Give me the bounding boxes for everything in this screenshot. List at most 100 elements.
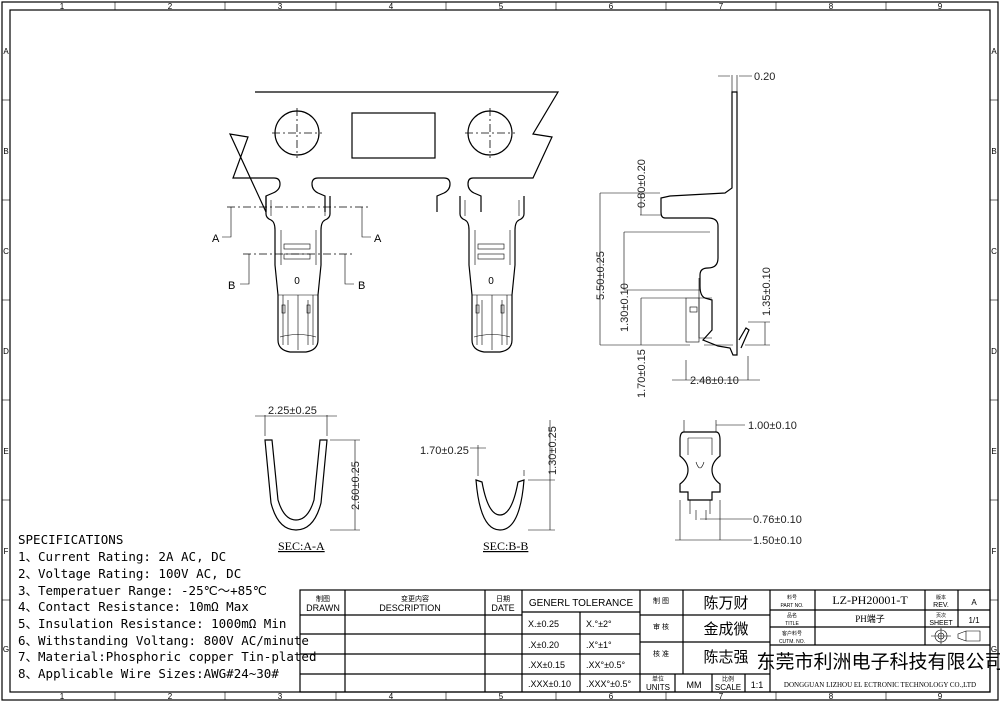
pilot-hole [274, 110, 320, 156]
spec-title: SPECIFICATIONS [18, 532, 123, 547]
desc-cn: 变更内容 [401, 594, 429, 603]
part-no-en: PART NO. [780, 603, 803, 609]
sheet-cn: 页次 [936, 612, 946, 619]
date-en: DATE [491, 603, 514, 613]
sec-aa-label: SEC:A-A [278, 539, 325, 553]
carrier-strip [228, 91, 560, 213]
title-block: 制图 DRAWN 变更内容 DESCRIPTION 日期 DATE GENERL… [299, 589, 1000, 693]
spec-item: 1、Current Rating: 2A AC, DC [18, 549, 226, 564]
part-no: LZ-PH20001-T [832, 593, 908, 607]
dim-1.35: 1.35±0.10 [761, 267, 773, 316]
row-label: B [3, 147, 8, 156]
section-a-label: A [374, 233, 382, 245]
drawn-cn: 制图 [316, 594, 330, 603]
col-label: 7 [719, 692, 724, 701]
dim-1.70b: 1.70±0.25 [420, 445, 469, 457]
col-label: 8 [829, 2, 834, 11]
col-label: 9 [938, 2, 943, 11]
units-en: UNITS [646, 683, 670, 692]
sheet-en: SHEET [929, 620, 953, 627]
spec-item: 7、Material:Phosphoric copper Tin-plated [18, 649, 316, 664]
row-label: C [3, 247, 9, 256]
desc-en: DESCRIPTION [379, 603, 441, 613]
terminal-left: 0 [265, 196, 331, 353]
dim-thickness: 0.20 [754, 71, 775, 83]
scale-value: 1:1 [751, 680, 764, 690]
col-label: 6 [609, 2, 614, 11]
rev-en: REV. [933, 602, 949, 609]
tolerance: .X°±1° [586, 640, 612, 650]
tolerance: .XXX±0.10 [528, 679, 571, 689]
title-cn: 品名 [787, 612, 797, 619]
col-label: 8 [829, 692, 834, 701]
tolerance-title: GENERL TOLERANCE [529, 598, 634, 609]
col-label: 2 [168, 2, 173, 11]
tolerance: X.±0.25 [528, 619, 559, 629]
col-label: 9 [938, 692, 943, 701]
section-b-label: B [358, 280, 365, 292]
tolerance: .XXX°±0.5° [586, 679, 632, 689]
row-label: D [3, 347, 9, 356]
dim-1.70: 1.70±0.15 [636, 349, 648, 398]
spec-item: 8、Applicable Wire Sizes:AWG#24~30# [18, 666, 279, 681]
role-label: 审 核 [653, 622, 669, 631]
spec-item: 6、Withstanding Voltang: 800V AC/minute [18, 633, 309, 648]
company-cn: 东莞市利洲电子科技有限公司 [756, 651, 1000, 673]
row-label: A [3, 47, 9, 56]
end-view: 1.00±0.10 0.76±0.10 1.50±0.10 [675, 420, 802, 547]
tolerance: .XX±0.15 [528, 660, 565, 670]
dim-0.80: 0.80±0.20 [636, 159, 648, 208]
title-value: PH端子 [855, 613, 885, 624]
row-label: F [992, 547, 997, 556]
row-label: A [991, 47, 997, 56]
custm-en: CUTM. NO. [779, 639, 805, 645]
row-label: B [991, 147, 996, 156]
dim-2.60: 2.60±0.25 [350, 461, 362, 510]
row-label: E [991, 447, 996, 456]
terminal-mark: 0 [294, 276, 300, 287]
section-a-label: A [212, 233, 220, 245]
col-label: 6 [609, 692, 614, 701]
col-label: 3 [278, 2, 283, 11]
tolerance: .X±0.20 [528, 640, 559, 650]
col-label: 4 [389, 2, 394, 11]
drawn-en: DRAWN [306, 603, 340, 613]
dim-0.76: 0.76±0.10 [753, 514, 802, 526]
role-label: 核 准 [653, 649, 669, 658]
spec-item: 2、Voltage Rating: 100V AC, DC [18, 566, 241, 581]
units-cn: 单位 [652, 675, 664, 683]
dim-1.30b: 1.30±0.25 [547, 426, 559, 475]
spec-item: 3、Temperatuer Range: -25℃～+85℃ [18, 583, 267, 598]
row-label: G [3, 645, 9, 654]
role-name: 陈志强 [703, 648, 748, 666]
carrier-window [351, 112, 436, 159]
col-label: 1 [60, 692, 65, 701]
col-label: 4 [389, 692, 394, 701]
row-label: F [4, 547, 9, 556]
row-label: E [3, 447, 8, 456]
sheet-value: 1/1 [968, 616, 980, 625]
date-cn: 日期 [496, 595, 510, 603]
terminal-mark: 0 [488, 276, 494, 287]
specifications: SPECIFICATIONS 1、Current Rating: 2A AC, … [18, 532, 316, 681]
company-en: DONGGUAN LIZHOU EL ECTRONIC TECHNOLOGY C… [784, 681, 976, 689]
rev-value: A [971, 598, 977, 607]
dim-2.48: 2.48±0.10 [690, 375, 739, 387]
units-value: MM [687, 680, 702, 690]
rev-cn: 版本 [936, 594, 946, 601]
section-b-label: B [228, 280, 235, 292]
sec-bb-label: SEC:B-B [483, 539, 528, 553]
dim-5.50: 5.50±0.25 [595, 251, 607, 300]
tolerance: .XX°±0.5° [586, 660, 626, 670]
side-view: 0.20 0.80±0.20 5.50±0.25 1.30±0.10 1.70±… [595, 71, 775, 398]
projection-symbol-icon [931, 628, 981, 644]
col-label: 3 [278, 692, 283, 701]
tolerance: X.°±2° [586, 619, 612, 629]
spec-item: 4、Contact Resistance: 10mΩ Max [18, 599, 249, 614]
col-label: 5 [499, 2, 504, 11]
title-en: TITLE [785, 621, 799, 627]
role-name: 金成微 [703, 621, 748, 638]
